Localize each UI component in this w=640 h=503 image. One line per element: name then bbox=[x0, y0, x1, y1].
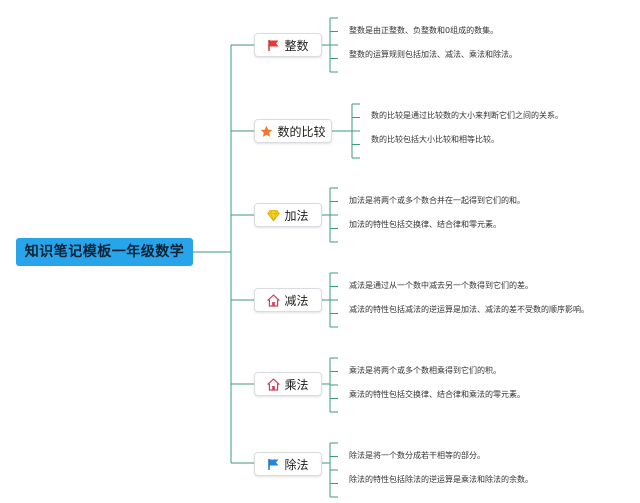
branch-number-comparison[interactable]: 数的比较 bbox=[254, 119, 332, 143]
note-integers-2: 整数的运算规则包括加法、减法、乘法和除法。 bbox=[349, 50, 517, 59]
branch-label: 加法 bbox=[284, 208, 309, 223]
branch-label: 减法 bbox=[284, 293, 309, 308]
note-division-2: 除法的特性包括除法的逆运算是乘法和除法的余数。 bbox=[349, 475, 533, 484]
note-addition-2: 加法的特性包括交换律、结合律和零元素。 bbox=[349, 220, 501, 229]
root-topic[interactable]: 知识笔记模板一年级数学 bbox=[16, 238, 193, 266]
note-subtraction-2: 减法的特性包括减法的逆运算是加法、减法的差不受数的顺序影响。 bbox=[349, 305, 589, 314]
note-multiplication-2: 乘法的特性包括交换律、结合律和乘法的零元素。 bbox=[349, 390, 525, 399]
branch-label: 整数 bbox=[284, 38, 309, 53]
branch-division[interactable]: 除法 bbox=[254, 452, 322, 476]
branch-label: 数的比较 bbox=[277, 124, 326, 139]
branch-label: 乘法 bbox=[284, 377, 309, 392]
orange-star-icon bbox=[260, 125, 273, 138]
note-integers-1: 整数是由正整数、负整数和0组成的数集。 bbox=[349, 26, 499, 35]
branch-multiplication[interactable]: 乘法 bbox=[254, 372, 322, 396]
branch-subtraction[interactable]: 减法 bbox=[254, 288, 322, 312]
branch-addition[interactable]: 加法 bbox=[254, 203, 322, 227]
note-division-1: 除法是将一个数分成若干相等的部分。 bbox=[349, 451, 485, 460]
note-comparison-2: 数的比较包括大小比较和相等比较。 bbox=[371, 135, 499, 144]
note-comparison-1: 数的比较是通过比较数的大小来判断它们之间的关系。 bbox=[371, 111, 563, 120]
house-icon bbox=[267, 293, 281, 307]
branch-label: 除法 bbox=[284, 457, 309, 472]
note-multiplication-1: 乘法是将两个或多个数相乘得到它们的积。 bbox=[349, 366, 501, 375]
red-flag-icon bbox=[267, 39, 280, 52]
branch-integers[interactable]: 整数 bbox=[254, 33, 322, 57]
house-icon bbox=[267, 377, 281, 391]
note-addition-1: 加法是将两个或多个数合并在一起得到它们的和。 bbox=[349, 196, 525, 205]
note-subtraction-1: 减法是通过从一个数中减去另一个数得到它们的差。 bbox=[349, 281, 533, 290]
yellow-gem-icon bbox=[267, 209, 281, 222]
blue-flag-icon bbox=[267, 458, 280, 471]
